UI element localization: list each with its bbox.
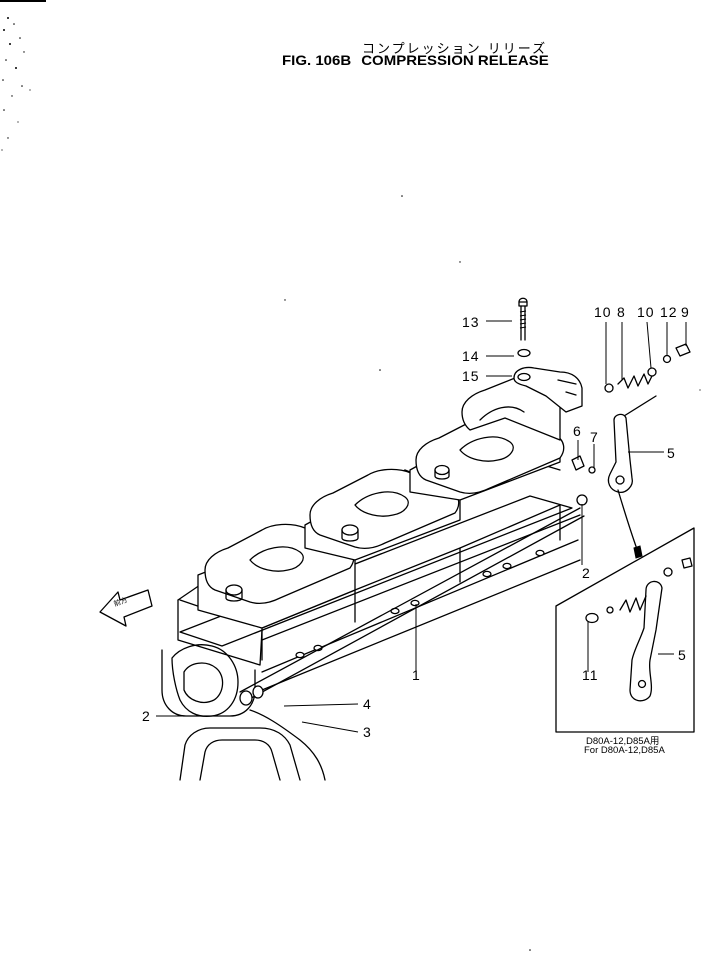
callout-15: 15: [462, 368, 480, 384]
callout-14: 14: [462, 348, 480, 364]
callout-5: 5: [667, 445, 676, 461]
callout-7: 7: [590, 429, 599, 445]
callout-10: 10: [594, 304, 612, 320]
inset-note-jp: D80A-12,D85A用: [586, 736, 660, 747]
callout-2b: 2: [142, 708, 151, 724]
release-lever: [571, 413, 643, 559]
bracket-assembly: [513, 297, 583, 413]
inset-note-en: For D80A-12,D85A: [584, 745, 665, 756]
callout-12: 12: [660, 304, 678, 320]
valve-cover-3: [409, 413, 565, 501]
callout-13: 13: [462, 314, 480, 330]
callout-8: 8: [617, 304, 626, 320]
leader-lines: [156, 320, 687, 733]
front-direction-arrow: [99, 589, 153, 627]
callout-1: 1: [412, 667, 421, 683]
callout-3: 3: [363, 724, 372, 740]
cylinder-head-assembly: [161, 372, 585, 781]
figure-number: FIG. 106B: [282, 52, 352, 69]
callout-11: 11: [582, 667, 599, 683]
figure-title-english: COMPRESSION RELEASE: [361, 52, 549, 69]
callout-10b: 10: [637, 304, 655, 320]
figure-title: FIG. 106B COMPRESSION RELEASE: [282, 52, 549, 68]
scan-noise: [0, 0, 701, 951]
spring-hardware: [604, 343, 691, 417]
callout-2: 2: [582, 565, 591, 581]
figure-title-japanese: コンプレッション リリーズ: [362, 42, 548, 57]
callout-6: 6: [573, 423, 582, 439]
callout-9: 9: [681, 304, 690, 320]
callout-4: 4: [363, 696, 372, 712]
variant-inset: [555, 527, 695, 733]
callout-5b: 5: [678, 647, 687, 663]
front-housing: [161, 644, 326, 781]
